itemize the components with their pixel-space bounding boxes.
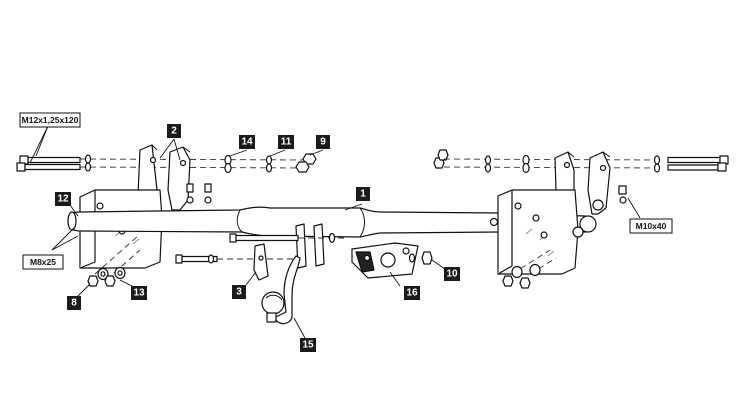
center-hitch-plates [229,223,345,269]
callout-bolt-m10: M10x40 [629,218,673,234]
callout-bolt-m8-label: M8x25 [30,257,56,267]
callout-bolt-m10-label: M10x40 [636,221,667,231]
tag-10: 10 [444,267,460,281]
nuts-washers-right [502,249,557,289]
callout-bolt-m12: M12x1,25x120 [19,112,81,128]
svg-text:11: 11 [281,137,292,148]
svg-text:8: 8 [71,298,77,309]
tag-15: 15 [300,338,316,352]
callout-bolt-m8: M8x25 [22,254,64,270]
tag-3: 3 [232,285,246,299]
tag-12: 12 [55,192,71,206]
mounting-plate-right [489,189,584,275]
tag-13: 13 [131,286,147,300]
long-bolt-upper-left [19,155,81,165]
svg-text:13: 13 [133,288,145,299]
svg-text:12: 12 [57,194,69,205]
washers-left-row [84,153,317,174]
svg-text:3: 3 [236,287,242,298]
cross-tube [67,206,597,238]
svg-text:15: 15 [302,340,314,351]
tag-8: 8 [67,296,81,310]
callout-bolt-m12-label: M12x1,25x120 [22,115,79,125]
bracket-right-pair [554,151,627,225]
tag-1: 1 [356,187,370,201]
electric-socket-plate [351,242,433,279]
long-bolt-lower-left [16,162,81,172]
svg-text:16: 16 [406,288,418,299]
tag-16: 16 [404,286,420,300]
svg-text:9: 9 [320,137,326,148]
svg-text:2: 2 [171,126,177,137]
leader-lines [29,125,641,339]
tag-9: 9 [316,135,330,149]
svg-text:1: 1 [360,189,366,200]
bolts-right-row [433,149,729,174]
tag-14: 14 [239,135,255,149]
tow-ball-neck [261,255,301,325]
nuts-washers-left [87,235,141,287]
locking-plate [253,243,269,281]
tag-2: 2 [167,124,181,138]
bolt-centre-lower [175,254,300,264]
svg-text:10: 10 [446,269,458,280]
svg-text:14: 14 [241,137,253,148]
tag-11: 11 [278,135,294,149]
